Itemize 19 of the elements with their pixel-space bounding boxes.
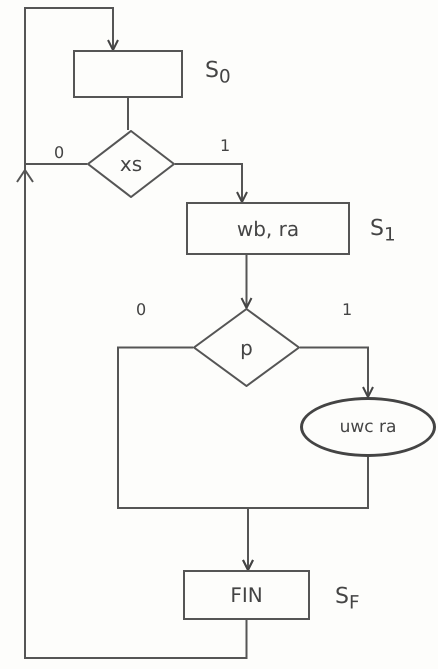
state-name: S$_{0}$	[205, 58, 231, 88]
decision-diamond	[87, 130, 175, 198]
node-label: wb, ra	[236, 216, 300, 240]
state-box	[73, 50, 183, 98]
arrow	[240, 255, 252, 309]
node-label: uwc ra	[340, 417, 396, 437]
arrow	[175, 163, 248, 203]
arrow	[16, 163, 248, 659]
state-box	[186, 202, 350, 255]
node-label: p	[240, 336, 253, 360]
state-box	[183, 570, 310, 620]
node-label: xs	[120, 152, 142, 176]
arrow	[242, 457, 369, 571]
arrow	[24, 7, 119, 164]
state-name: S$_{F}$	[335, 584, 360, 614]
node-label: FIN	[230, 583, 263, 607]
decision-diamond	[193, 308, 300, 387]
state-name: S$_{1}$	[370, 216, 396, 246]
arrow	[300, 346, 374, 398]
